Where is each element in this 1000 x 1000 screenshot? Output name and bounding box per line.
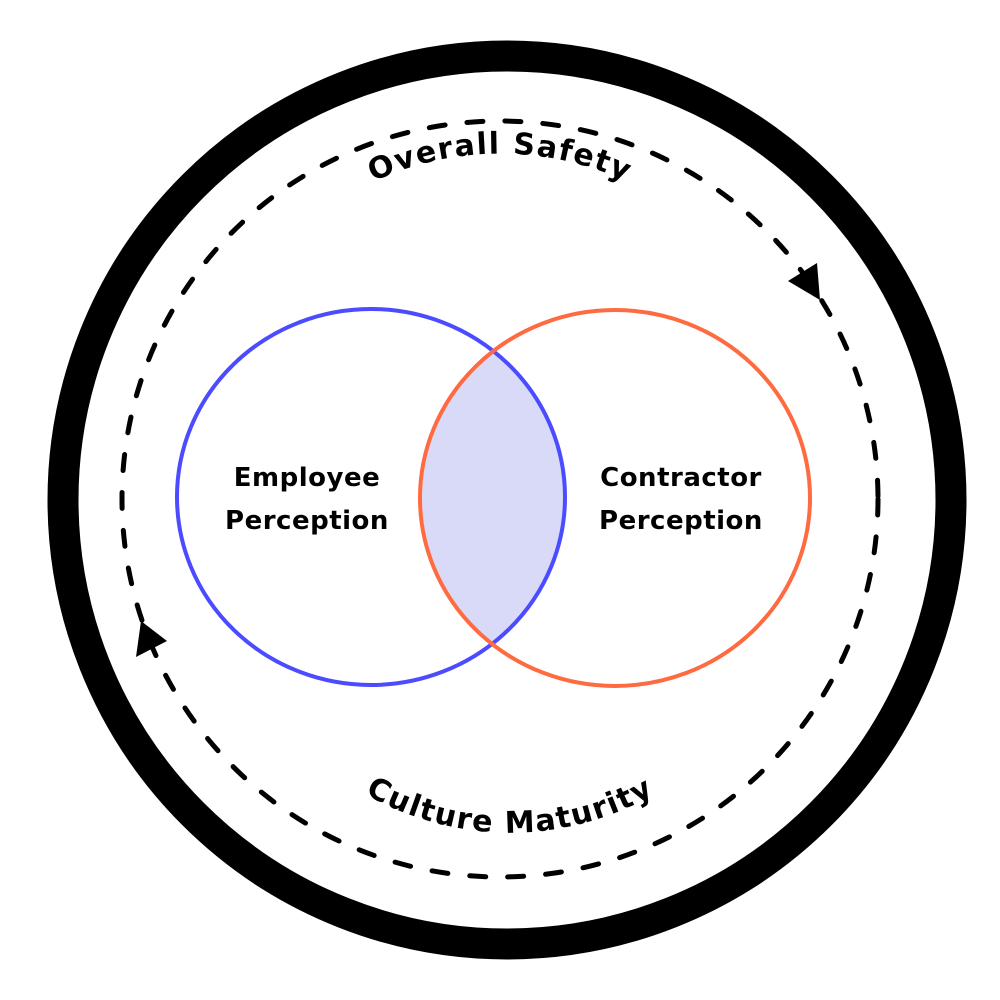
overlap-region [422,311,565,685]
employee-label-line2: Perception [225,506,389,536]
employee-perception-circle [175,307,567,687]
contractor-label-line2: Perception [599,506,763,536]
cycle-dashed-circle [119,118,881,880]
culture-maturity-label: Culture Maturity [361,770,659,841]
employee-label-line1: Employee [234,463,380,493]
outer-ring [47,40,967,960]
cycle-arrow-bottom-left-icon [136,621,167,657]
contractor-label-line1: Contractor [600,463,762,493]
contractor-perception-circle [418,308,812,688]
cycle-arrow-top-right-icon [788,263,820,300]
